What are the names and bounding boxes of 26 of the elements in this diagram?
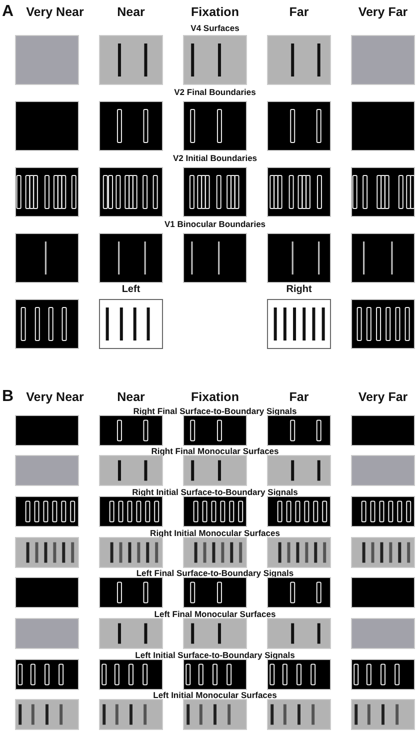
column-heading: Far	[289, 390, 309, 404]
column-heading: Near	[117, 6, 145, 18]
column-heading: Fixation	[191, 6, 239, 18]
eye-label: Left	[122, 285, 140, 295]
row-title: Left Final Monocular Surfaces	[154, 610, 276, 618]
panel-letter: B	[2, 389, 14, 405]
column-heading: Very Near	[26, 6, 84, 18]
row-title: Left Final Surface-to-Boundary Signals	[136, 568, 294, 578]
row-title: Left Initial Surface-to-Boundary Signals	[135, 650, 295, 660]
row-title: Right Final Surface-to-Boundary Signals	[133, 406, 297, 416]
row-title: Right Final Monocular Surfaces	[151, 446, 279, 456]
column-heading: Far	[289, 6, 309, 18]
eye-label: Right	[286, 285, 312, 295]
column-heading: Very Near	[26, 390, 84, 404]
row-title: Left Initial Monocular Surfaces	[153, 690, 277, 700]
row-title: Right Initial Monocular Surfaces	[150, 528, 280, 538]
row-title: Right Initial Surface-to-Boundary Signals	[132, 488, 298, 496]
row-title: V2 Final Boundaries	[174, 88, 256, 96]
row-title: V1 Binocular Boundaries	[164, 220, 266, 228]
row-title: V4 Surfaces	[190, 24, 240, 32]
column-heading: Fixation	[191, 390, 239, 404]
column-heading: Very Far	[358, 390, 408, 404]
column-heading: Near	[117, 390, 145, 404]
row-title: V2 Initial Boundaries	[172, 154, 258, 162]
column-heading: Very Far	[358, 6, 408, 18]
panel-letter: A	[2, 4, 14, 20]
